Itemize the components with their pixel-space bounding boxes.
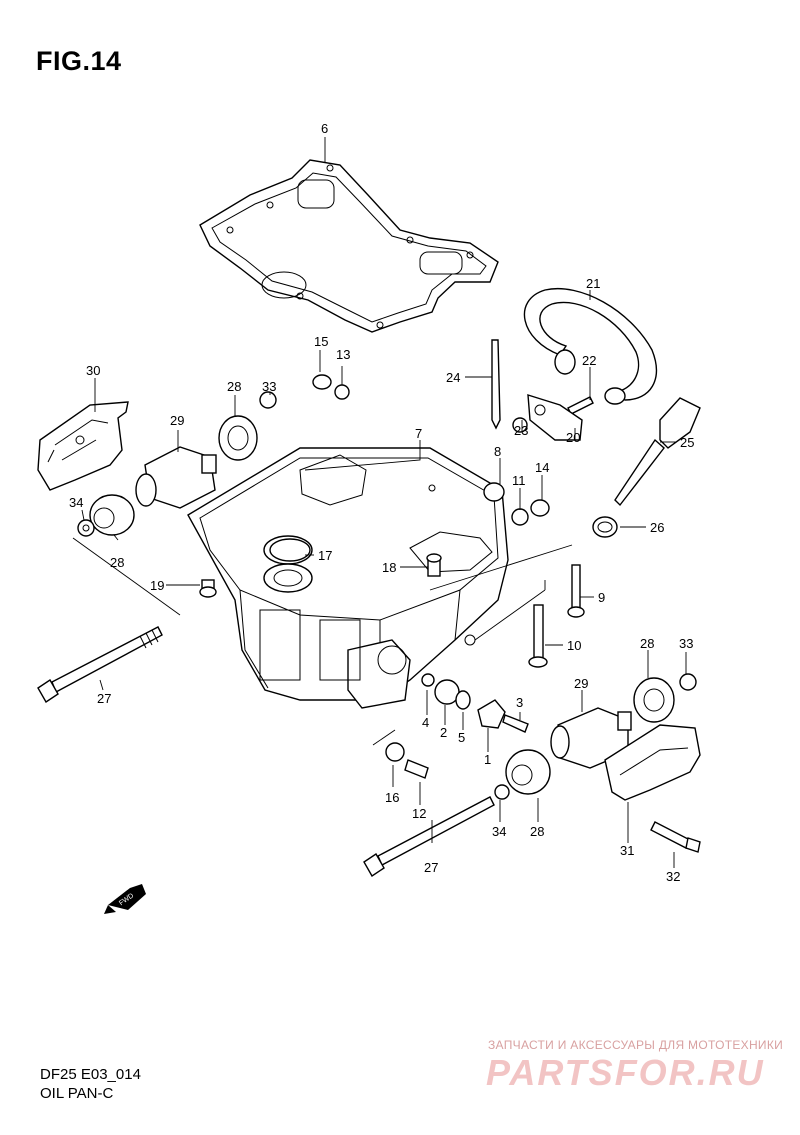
- nut-33-right-part[interactable]: [679, 673, 697, 691]
- oil-seal-part[interactable]: [269, 538, 311, 562]
- washer-13-part[interactable]: [334, 384, 350, 400]
- nut-33-left-part[interactable]: [259, 391, 277, 409]
- callout-11: 11: [512, 473, 526, 488]
- callout-19: 19: [150, 578, 164, 593]
- bolt-18-part[interactable]: [426, 553, 442, 577]
- bolt-19-part[interactable]: [199, 579, 217, 598]
- mount-28-left-upper-part[interactable]: [218, 415, 258, 461]
- callout-20: 20: [566, 430, 580, 445]
- washer-11-part[interactable]: [511, 508, 529, 526]
- mount-28-left-lower-part[interactable]: [89, 494, 135, 536]
- rubber-mount-29-right-part[interactable]: [550, 707, 632, 769]
- callout-2: 2: [440, 725, 447, 740]
- callout-28-left-upper: 28: [227, 379, 241, 394]
- callout-24: 24: [446, 370, 460, 385]
- callout-6: 6: [321, 121, 328, 136]
- screw-22-part[interactable]: [567, 396, 594, 415]
- fitting-20-part[interactable]: [527, 394, 583, 441]
- callout-33-left: 33: [262, 379, 276, 394]
- callout-14: 14: [535, 460, 549, 475]
- hose-21-part[interactable]: [523, 288, 657, 405]
- callout-23: 23: [514, 423, 528, 438]
- mount-cover-31-part[interactable]: [604, 724, 701, 801]
- mount-28-right-upper-part[interactable]: [633, 677, 675, 723]
- cable-tie-24-part[interactable]: [491, 339, 501, 430]
- callout-29-left: 29: [170, 413, 184, 428]
- callout-labels: 6 7 15 13 30 28 33 29 34 28 19 27 17 18 …: [69, 121, 694, 884]
- callout-15: 15: [314, 334, 328, 349]
- plug-8-part[interactable]: [483, 482, 505, 502]
- oil-pan-part[interactable]: [187, 447, 509, 709]
- callout-4: 4: [422, 715, 429, 730]
- model-code: DF25 E03_014: [40, 1066, 141, 1083]
- callout-26: 26: [650, 520, 664, 535]
- assembly-name: OIL PAN-C: [40, 1085, 114, 1102]
- mount-cover-upper-part[interactable]: [37, 401, 129, 491]
- callout-18: 18: [382, 560, 396, 575]
- plug-15-part[interactable]: [312, 374, 332, 390]
- callout-27-right: 27: [424, 860, 438, 875]
- callout-33-right: 33: [679, 636, 693, 651]
- bolt-12-part[interactable]: [404, 759, 429, 779]
- callout-22: 22: [582, 353, 596, 368]
- o-ring-26-part[interactable]: [592, 516, 618, 538]
- long-bolt-27-left-part[interactable]: [37, 626, 163, 703]
- watermark-tagline: ЗАПЧАСТИ И АКСЕССУАРЫ ДЛЯ МОТОТЕХНИКИ: [488, 1038, 784, 1052]
- callout-10: 10: [567, 638, 581, 653]
- o-ring-23-part[interactable]: [512, 417, 528, 433]
- washer-16-part[interactable]: [385, 742, 405, 762]
- callout-34-left: 34: [69, 495, 83, 510]
- callout-3: 3: [516, 695, 523, 710]
- callout-28-left-lower: 28: [110, 555, 124, 570]
- leader-lines: [72, 137, 687, 868]
- callout-28-right-lower: 28: [530, 824, 544, 839]
- plug-14-part[interactable]: [530, 499, 550, 517]
- gasket-part[interactable]: [199, 159, 499, 333]
- dipstick-25-part[interactable]: [614, 397, 701, 507]
- washer-5-part[interactable]: [455, 690, 471, 710]
- watermark-logo: PARTSFOR.RU: [486, 1052, 765, 1093]
- callout-5: 5: [458, 730, 465, 745]
- callout-34-right: 34: [492, 824, 506, 839]
- callout-17: 17: [318, 548, 332, 563]
- callout-8: 8: [494, 444, 501, 459]
- nut-4-part[interactable]: [421, 673, 435, 687]
- thermostat-cover-1-part[interactable]: [477, 699, 506, 729]
- callout-32: 32: [666, 869, 680, 884]
- callout-25: 25: [680, 435, 694, 450]
- fwd-arrow-icon: FWD: [104, 884, 146, 914]
- callout-9: 9: [598, 590, 605, 605]
- callout-16: 16: [385, 790, 399, 805]
- long-bolt-27-right-part[interactable]: [363, 796, 495, 877]
- callout-30: 30: [86, 363, 100, 378]
- callout-13: 13: [336, 347, 350, 362]
- callout-29-right: 29: [574, 676, 588, 691]
- callout-28-right-upper: 28: [640, 636, 654, 651]
- bolt-10-part[interactable]: [528, 604, 548, 668]
- bolt-3-part[interactable]: [502, 714, 529, 733]
- callout-7: 7: [415, 426, 422, 441]
- bolt-32-part[interactable]: [650, 821, 701, 853]
- mount-28-right-lower-part[interactable]: [505, 749, 551, 795]
- callout-1: 1: [484, 752, 491, 767]
- callout-27-left: 27: [97, 691, 111, 706]
- callout-12: 12: [412, 806, 426, 821]
- washer-34-left-part[interactable]: [77, 519, 95, 537]
- bolt-9-part[interactable]: [567, 564, 585, 618]
- figure-title: FIG.14: [36, 46, 122, 76]
- callout-21: 21: [586, 276, 600, 291]
- rubber-mount-29-left-part[interactable]: [135, 446, 217, 509]
- callout-31: 31: [620, 843, 634, 858]
- washer-34-right-part[interactable]: [494, 784, 510, 800]
